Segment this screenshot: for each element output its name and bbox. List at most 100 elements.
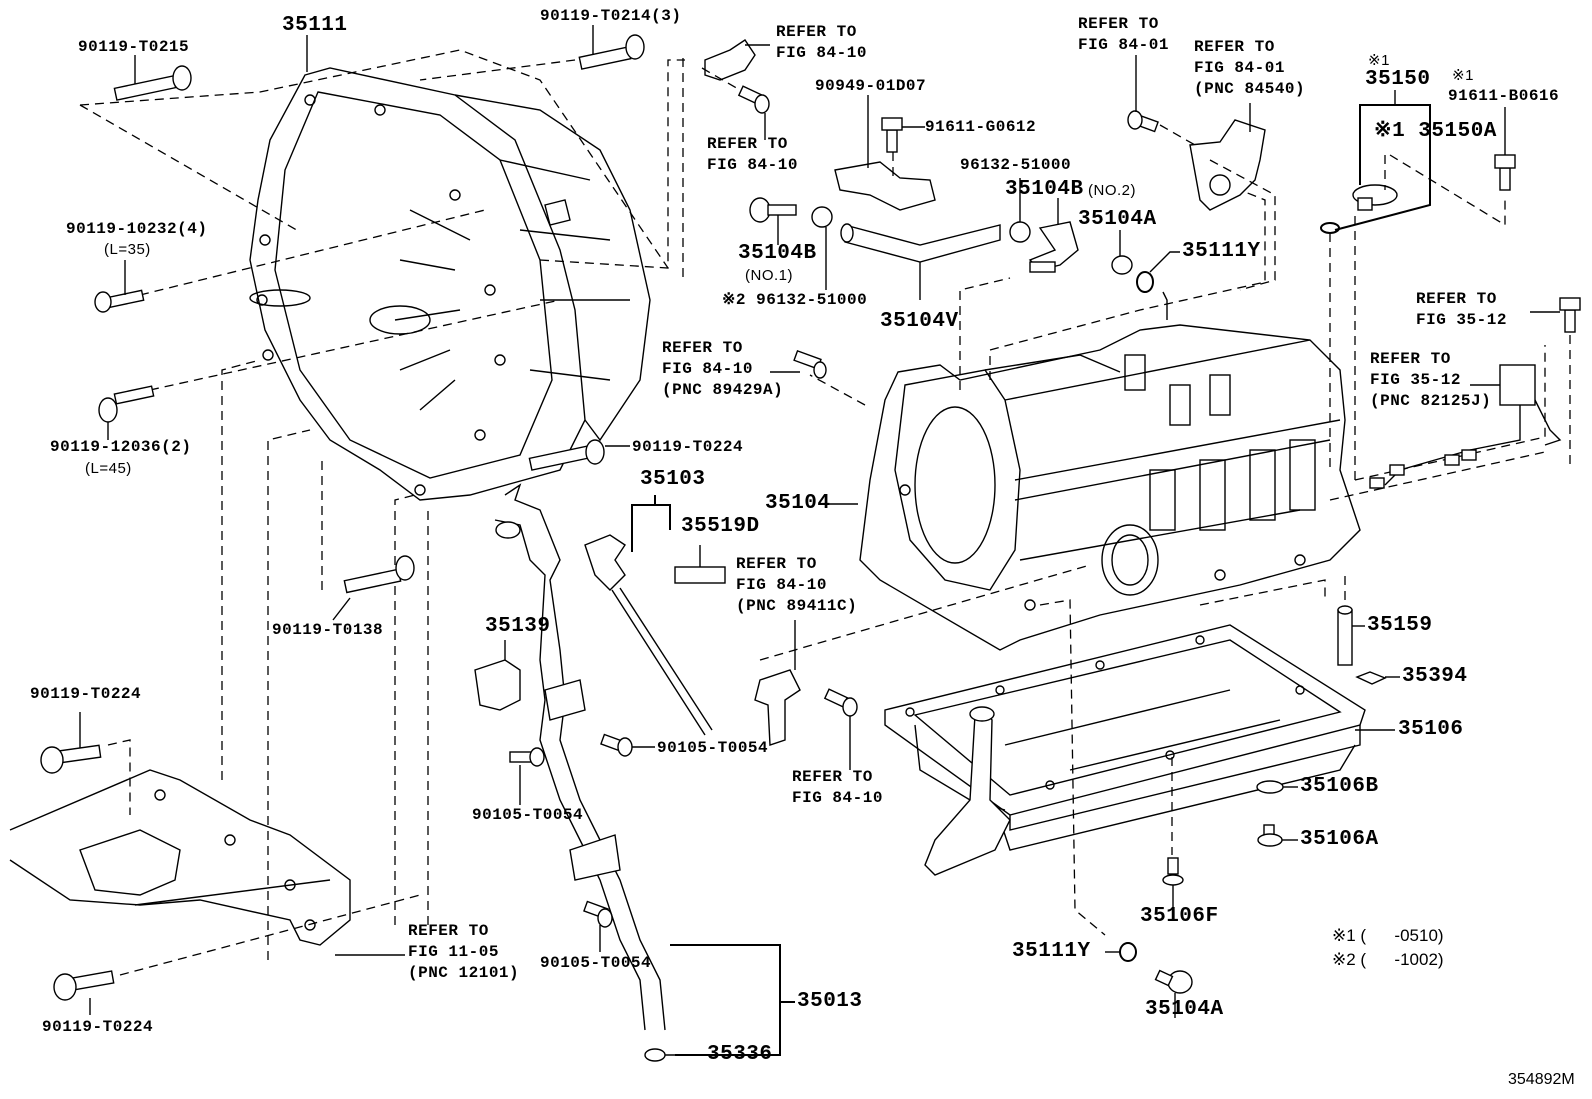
label-35111[interactable]: 35111	[282, 14, 348, 37]
label-90119-10232[interactable]: 90119-10232(4)	[66, 220, 208, 238]
label-90119-12036[interactable]: 90119-12036(2)	[50, 438, 192, 456]
label-90105-T0054-a[interactable]: 90105-T0054	[657, 739, 769, 757]
bolt-fig-84-10-b[interactable]	[823, 688, 858, 717]
bolt-fig-35-12[interactable]	[1559, 297, 1581, 333]
ref-fig-84-10-bracket[interactable]: REFER TO FIG 84-10	[776, 23, 867, 62]
label-35150[interactable]: 35150	[1365, 68, 1431, 91]
note-mark-91611-B0616: ※1	[1452, 67, 1474, 84]
label-91611-B0616[interactable]: 91611-B0616	[1448, 87, 1560, 105]
label-35111Y-bottom[interactable]: 35111Y	[1012, 940, 1091, 963]
figure-code: 354892M	[1508, 1071, 1575, 1088]
label-35150A[interactable]: ※1 35150A	[1374, 120, 1497, 143]
bolt-90119-T0138[interactable]	[343, 555, 415, 594]
label-35104A-bottom[interactable]: 35104A	[1145, 998, 1224, 1021]
note-mark-35150: ※1	[1368, 52, 1390, 69]
label-35104[interactable]: 35104	[765, 492, 831, 515]
label-35111Y-top[interactable]: 35111Y	[1182, 240, 1261, 263]
bolt-fig-84-01[interactable]	[1127, 110, 1159, 133]
label-35104B-no2[interactable]: 35104B	[1005, 178, 1084, 201]
clamp-96132-51000-a[interactable]	[1009, 221, 1031, 243]
ref-fig-84-10-speed-sensor[interactable]: REFER TO FIG 84-10 (PNC 89411C)	[736, 555, 858, 615]
union-35104B-no1[interactable]	[749, 197, 797, 223]
label-90949-01D07[interactable]: 90949-01D07	[815, 77, 927, 95]
washer-35106B[interactable]	[1256, 780, 1284, 794]
ref-fig-11-05[interactable]: REFER TO FIG 11-05 (PNC 12101)	[408, 922, 520, 982]
ref-fig-35-12-harness[interactable]: REFER TO FIG 35-12 (PNC 82125J)	[1370, 350, 1492, 410]
bolt-90119-12036[interactable]	[98, 385, 155, 423]
plug-35106F[interactable]	[1162, 857, 1184, 886]
plug-35106A[interactable]	[1257, 824, 1283, 847]
label-90119-T0224-b[interactable]: 90119-T0224	[30, 685, 142, 703]
bolt-fig-84-10-a[interactable]	[737, 85, 770, 114]
lower-plate-fig-11-05[interactable]	[9, 769, 405, 956]
label-35139[interactable]: 35139	[485, 615, 551, 638]
label-35104A-top[interactable]: 35104A	[1078, 208, 1157, 231]
label-90119-T0215[interactable]: 90119-T0215	[78, 38, 190, 56]
label-35159[interactable]: 35159	[1367, 614, 1433, 637]
sensor-pnc-84540[interactable]	[1189, 119, 1266, 211]
bolt-90119-T0224-a[interactable]	[528, 439, 605, 471]
label-35103[interactable]: 35103	[640, 468, 706, 491]
plug-35104A-top[interactable]	[1111, 255, 1133, 275]
magnet-35394[interactable]	[1355, 671, 1387, 685]
label-35519D[interactable]: 35519D	[681, 515, 760, 538]
label-90105-T0054-b[interactable]: 90105-T0054	[472, 806, 584, 824]
hose-35104V[interactable]	[840, 223, 1001, 263]
transmission-case-35104[interactable]	[859, 324, 1361, 651]
label-35106F[interactable]: 35106F	[1140, 905, 1219, 928]
label-90105-T0054-c[interactable]: 90105-T0054	[540, 954, 652, 972]
label-90119-T0138[interactable]: 90119-T0138	[272, 621, 384, 639]
sensor-pnc-89429A[interactable]	[793, 349, 827, 379]
note-2: ※2 ( -1002)	[1332, 950, 1444, 969]
sensor-35150A[interactable]	[1352, 184, 1398, 211]
bolt-91611-B0616[interactable]	[1494, 154, 1516, 191]
label-35104B-no1[interactable]: 35104B	[738, 242, 817, 265]
label-35394[interactable]: 35394	[1402, 665, 1468, 688]
bolt-90119-T0224-b[interactable]	[40, 744, 102, 774]
sensor-pnc-89411C[interactable]	[754, 669, 801, 746]
bracket-90949-01D07[interactable]	[834, 161, 936, 211]
label-96132-51000-b[interactable]: ※2 96132-51000	[722, 291, 868, 309]
label-35106A[interactable]: 35106A	[1300, 828, 1379, 851]
o-ring-35111Y-top[interactable]	[1136, 271, 1154, 293]
label-35106B[interactable]: 35106B	[1300, 775, 1379, 798]
filler-tube-35013[interactable]	[494, 483, 666, 1062]
tube-35159[interactable]	[1337, 605, 1353, 666]
bolt-90119-T0215[interactable]	[113, 65, 192, 101]
ref-fig-84-01-sensor[interactable]: REFER TO FIG 84-01 (PNC 84540)	[1194, 38, 1306, 98]
ref-fig-84-10-bolt[interactable]: REFER TO FIG 84-10	[707, 135, 798, 174]
label-90119-T0224-c[interactable]: 90119-T0224	[42, 1018, 154, 1036]
ref-fig-35-12-bolt[interactable]: REFER TO FIG 35-12	[1416, 290, 1507, 329]
o-ring-35111Y-bottom[interactable]	[1119, 942, 1137, 962]
label-35106[interactable]: 35106	[1398, 718, 1464, 741]
label-91611-G0612[interactable]: 91611-G0612	[925, 118, 1037, 136]
bolt-90105-T0054-a[interactable]	[600, 733, 633, 757]
ref-fig-84-10-temp-sensor[interactable]: REFER TO FIG 84-10 (PNC 89429A)	[662, 339, 784, 399]
pipe-35111Y[interactable]	[924, 706, 1011, 876]
dipstick-35103[interactable]	[584, 534, 713, 736]
wire-harness-pnc-82125J[interactable]	[1369, 364, 1562, 489]
label-90119-T0224-a[interactable]: 90119-T0224	[632, 438, 744, 456]
clamp-96132-51000-b[interactable]	[811, 206, 833, 228]
clamp-35139[interactable]	[474, 659, 521, 711]
seal-35519D[interactable]	[674, 566, 726, 584]
bracket-fig-84-10[interactable]	[704, 39, 756, 81]
bolt-91611-G0612[interactable]	[881, 117, 903, 153]
label-96132-51000-a[interactable]: 96132-51000	[960, 156, 1072, 174]
converter-housing-35111[interactable]	[249, 67, 651, 501]
label-90119-T0214[interactable]: 90119-T0214(3)	[540, 7, 682, 25]
ref-fig-84-10-sensor-bolt[interactable]: REFER TO FIG 84-10	[792, 768, 883, 807]
bolt-90105-T0054-c[interactable]	[583, 900, 613, 928]
label-35104V[interactable]: 35104V	[880, 310, 959, 333]
plug-35104A-bottom[interactable]	[1154, 969, 1193, 994]
o-ring-35150[interactable]	[1320, 222, 1340, 234]
label-35013[interactable]: 35013	[797, 990, 863, 1013]
bolt-90119-10232[interactable]	[94, 289, 145, 313]
bolt-90105-T0054-b[interactable]	[509, 747, 545, 767]
union-35104B-no2[interactable]	[1028, 221, 1079, 273]
bolt-90119-T0224-c[interactable]	[53, 970, 115, 1001]
label-35336[interactable]: 35336	[707, 1043, 773, 1066]
bolt-90119-T0214[interactable]	[578, 34, 645, 70]
ref-fig-84-01-bolt[interactable]: REFER TO FIG 84-01	[1078, 15, 1169, 54]
